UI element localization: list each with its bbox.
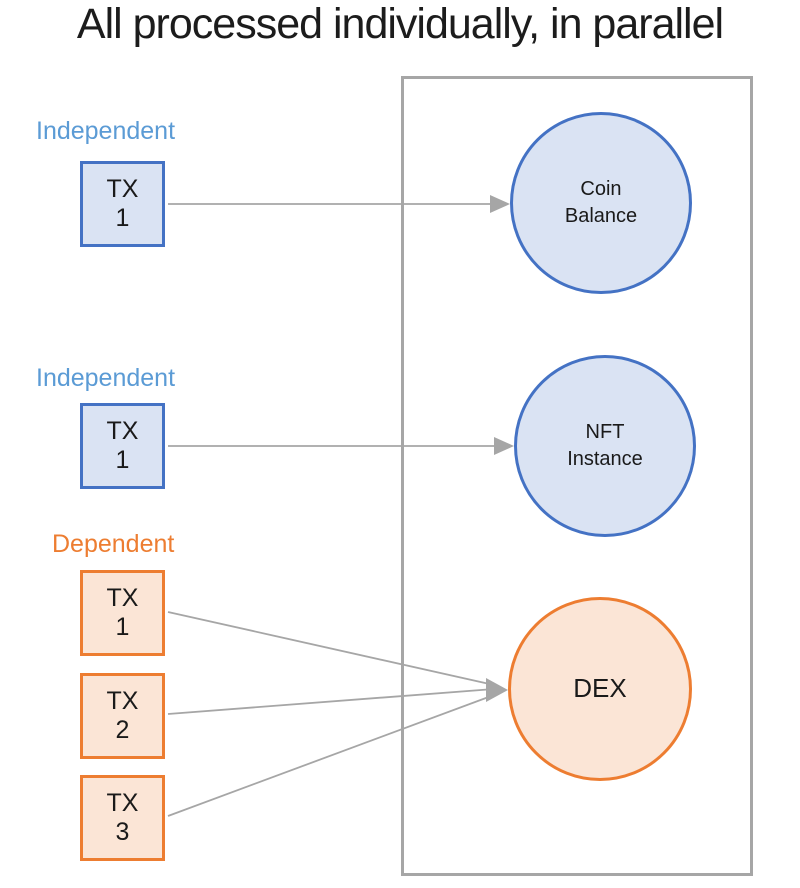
- tx-box-label: TX: [106, 416, 139, 445]
- arrow-line-dep-tx1-to-dex: [167, 611, 495, 686]
- tx-box-dependent-1: TX 1: [80, 570, 165, 656]
- tx-box-number: 2: [115, 716, 130, 744]
- tx-box-label: TX: [106, 686, 139, 715]
- arrow-line-dep-tx2-to-dex: [167, 688, 495, 715]
- arrow-line-dep-tx3-to-dex: [167, 694, 495, 817]
- tx-box-independent-1: TX 1: [80, 161, 165, 247]
- diagram-title: All processed individually, in parallel: [76, 0, 724, 48]
- tx-box-label: TX: [106, 583, 139, 612]
- node-label-line: Instance: [567, 448, 643, 470]
- tx-box-dependent-3: TX 3: [80, 775, 165, 861]
- group-label-dependent: Dependent: [52, 530, 175, 558]
- tx-box-independent-2: TX 1: [80, 403, 165, 489]
- tx-box-number: 1: [115, 613, 130, 641]
- arrowhead-coin-balance: [490, 195, 510, 213]
- coin-balance-node: Coin Balance: [510, 112, 692, 294]
- arrowhead-nft-instance: [494, 437, 514, 455]
- tx-box-number: 1: [115, 446, 130, 474]
- node-label-line: NFT: [585, 421, 625, 443]
- tx-box-number: 1: [115, 204, 130, 232]
- node-label-line: DEX: [573, 673, 627, 704]
- parallel-container: [401, 76, 753, 876]
- group-label-independent-1: Independent: [36, 117, 176, 145]
- node-label-line: Balance: [564, 205, 638, 227]
- nft-instance-node: NFT Instance: [514, 355, 696, 537]
- dex-node: DEX: [508, 597, 692, 781]
- tx-box-label: TX: [106, 174, 139, 203]
- node-label-line: Coin: [580, 178, 622, 200]
- tx-box-dependent-2: TX 2: [80, 673, 165, 759]
- group-label-independent-2: Independent: [36, 364, 176, 392]
- arrowhead-dex: [486, 678, 508, 702]
- tx-box-number: 3: [115, 818, 130, 846]
- tx-box-label: TX: [106, 788, 139, 817]
